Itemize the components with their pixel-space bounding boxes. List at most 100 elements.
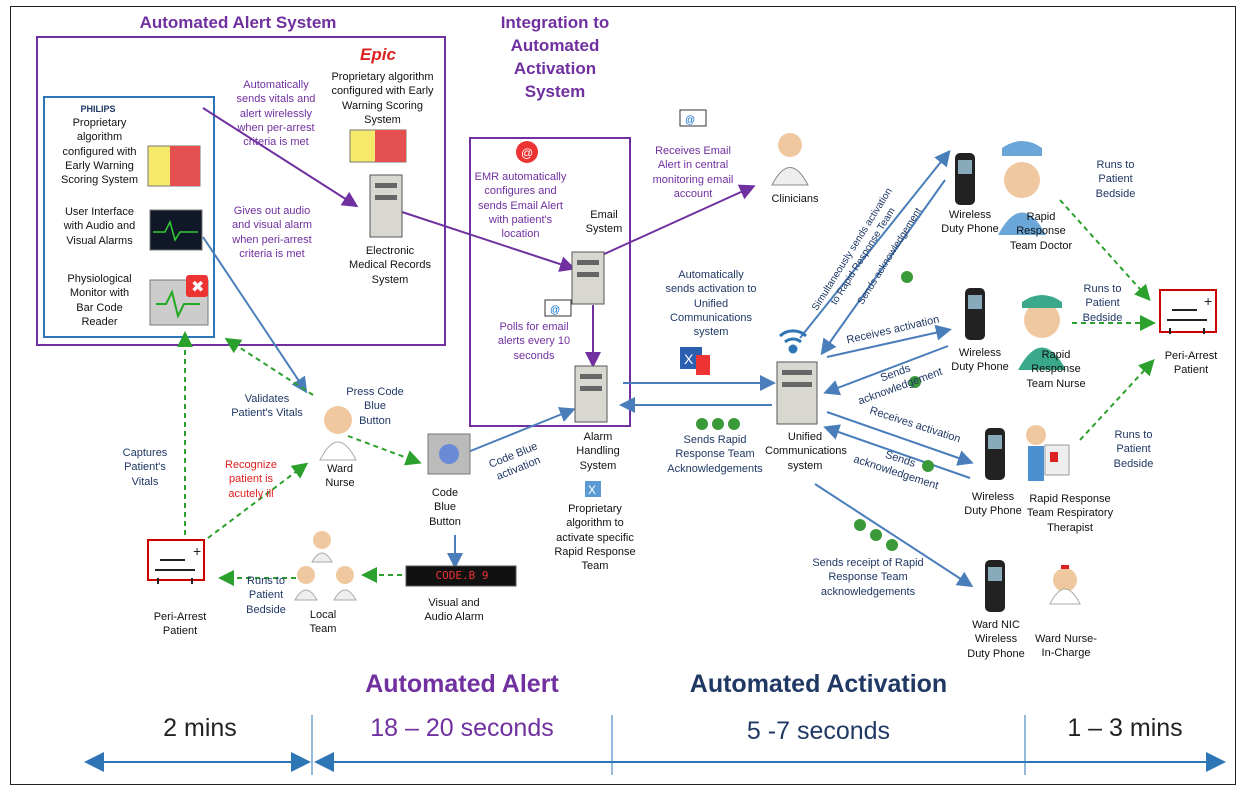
ward-nurse-text: Ward Nurse [325,463,355,490]
ack-checks-2 [854,519,898,551]
sends-rrt-ack-text: Sends Rapid Response Team Acknowledgemen… [667,434,763,475]
heading-alert-system: Automated Alert System [139,13,337,32]
wifi-icon [778,329,808,354]
email-icon-1: @ [679,109,707,127]
time-phase-1: 2 mins [163,714,237,742]
svg-text:+: + [1204,293,1212,309]
epic-algo-text: Proprietary algorithm configured with Ea… [331,71,434,126]
svg-text:@: @ [550,305,560,316]
wdp-3-text: Wireless Duty Phone [964,491,1022,518]
recognize-text: Recognize patient is acutely ill [225,459,277,500]
phone-icon-3 [985,428,1005,480]
alarm-server-icon [574,365,608,423]
led-alarm-text: CODE.B 9 [435,569,489,582]
arrow-button-to-alarm [457,407,576,457]
clinician-icon [771,133,809,186]
user-interface-text: User Interface with Audio and Visual Ala… [63,206,136,247]
arrow-nurse-to-button [347,435,422,466]
philips-logo: PHILIPS [80,104,116,114]
arrow-philips-to-emr [202,107,359,208]
time-phase-3: 5 -7 seconds [746,717,891,745]
peri-arrest-right-text: Peri-Arrest Patient [1164,350,1218,377]
arrow-wdp1-to-unified [820,179,946,356]
time-phase-4: 1 – 3 mins [1067,714,1183,742]
ack-check-4 [909,376,921,388]
rrt-nurse-text: Rapid Response Team Nurse [1026,349,1086,390]
runs-local-text: Runs to Patient Bedside [246,575,286,616]
arrow-emr-to-email [401,211,576,272]
svg-text:X: X [684,351,694,367]
clinicians-text: Clinicians [771,193,819,205]
ack-check-3 [901,271,913,283]
arrow-unified-to-wdp1 [799,149,951,339]
arrow-nurse-to-monitor [224,337,314,396]
ui-monitor-icon [149,209,203,251]
arrow-unified-to-wdp3 [826,411,974,466]
phone-icon-1 [955,153,975,205]
wdp-1-text: Wireless Duty Phone [941,209,999,236]
unified-server-icon [776,361,818,425]
code-blue-button-icon [427,433,471,475]
nurse2-icon [1018,295,1066,370]
arrow-wdp3-to-unified [823,424,971,479]
arrow-email-to-clinicians [601,184,756,256]
validates-text: Validates Patient's Vitals [231,393,303,420]
phone-icon-2 [965,288,985,340]
heading-automated-activation: Automated Activation [689,670,948,698]
emr-config-text: EMR automatically configures and sends E… [474,171,567,241]
peri-arrest-patient-left-icon: + [147,539,205,584]
emr-server-icon [369,174,403,238]
peri-arrest-left-text: Peri-Arrest Patient [153,611,207,638]
svg-text:+: + [193,543,201,559]
polls-text: Polls for email alerts every 10 seconds [497,321,571,362]
local-team-text: Local Team [309,609,337,636]
therapist-icon [1026,425,1070,481]
peri-arrest-patient-right-icon: + [1159,289,1217,334]
heading-automated-alert: Automated Alert [365,670,559,698]
xml-icon-1: X [680,347,710,375]
ack-check-5 [922,460,934,472]
philips-box [43,96,215,338]
philips-algo-text: Proprietary algorithm configured with Ea… [60,117,139,187]
receives-email-text: Receives Email Alert in central monitori… [652,145,734,200]
physio-monitor-icon: ✖ [149,275,209,326]
runs-2-text: Runs to Patient Bedside [1082,283,1123,324]
ack-checks-1 [696,418,740,430]
arrow-doctor-to-patient [1059,199,1151,301]
captures-text: Captures Patient's Vitals [122,447,168,488]
email-icon-2: @ [544,299,572,317]
doctor-icon [998,141,1046,235]
ward-nurse-icon [319,406,357,461]
unified-text: Unified Communications system [765,431,847,472]
arrow-patient-to-nurse [207,462,309,539]
arrow-unified-to-wdp2 [826,324,952,358]
emr-text: Electronic Medical Records System [349,245,431,286]
svg-text:@: @ [521,146,533,160]
rrt-therapist-text: Rapid Response Team Respiratory Therapis… [1026,493,1114,534]
svg-text:@: @ [685,115,695,126]
email-system-text: Email System [585,209,623,236]
arrow-wdp2-to-unified [823,345,949,396]
ews-chart-icon-philips [147,145,201,187]
arrow-ui-to-nurse [202,236,308,394]
press-code-text: Press Code Blue Button [346,386,404,427]
ward-nurse-charge-text: Ward Nurse- In-Charge [1035,633,1097,660]
sends-receipt-text: Sends receipt of Rapid Response Team ack… [812,557,924,598]
arrow-unified-to-nic [814,483,974,588]
code-blue-button-text: Code Blue Button [429,487,461,528]
time-phase-2: 18 – 20 seconds [370,714,554,742]
epic-logo: Epic [360,45,396,64]
ward-nic-text: Ward NIC Wireless Duty Phone [967,619,1025,660]
alarm-handling-text: Alarm Handling System [576,431,620,472]
auto-activation-text: Automatically sends activation to Unifie… [665,269,757,339]
rrt-doctor-text: Rapid Response Team Doctor [1009,211,1073,252]
runs-3-text: Runs to Patient Bedside [1113,429,1154,470]
led-alarm-icon [405,565,517,587]
svg-text:X: X [588,483,596,497]
nurse-in-charge-icon [1049,565,1081,605]
email-icon-3: @ [516,141,538,163]
wdp-2-text: Wireless Duty Phone [951,347,1009,374]
physio-monitor-text: Physiological Monitor with Bar Code Read… [67,273,132,328]
heading-integration: Integration to Automated Activation Syst… [500,13,610,101]
